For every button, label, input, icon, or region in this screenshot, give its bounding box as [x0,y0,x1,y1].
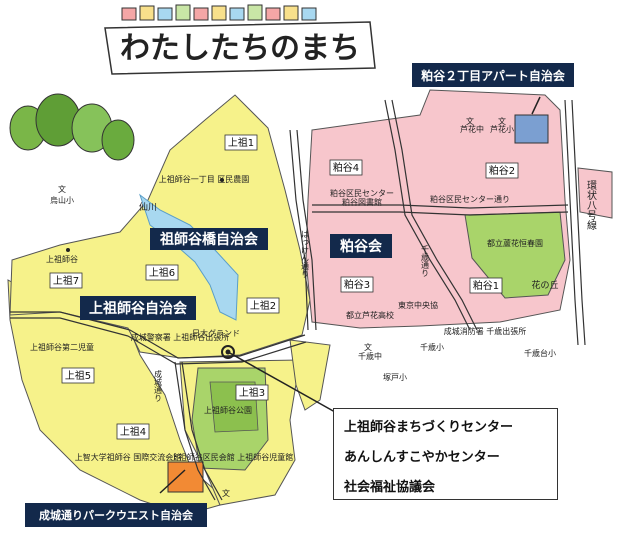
road-seijo: 成城通り [154,369,163,402]
place-chitose-es: 千歳小 [420,342,444,352]
district-kamiso7: 上祖7 [53,274,79,287]
district-kasuya2: 粕谷2 [489,164,515,177]
place-seijo-fire: 成城消防署 千歳出張所 [444,326,527,336]
svg-text:文: 文 [58,184,66,194]
facility-line-3: 社会福祉協議会 [344,480,436,495]
place-toritsu-high: 都立芦花高校 [346,310,394,320]
place-kamiso-park: 上祖師谷公園 [204,405,252,415]
road-hattsuken: はっけん通り [301,230,310,278]
label-kamisoshigaya: 上祖師谷自治会 [80,296,196,320]
svg-text:文: 文 [466,116,474,126]
label-seijo-parkwest: 成城通りパークウエスト自治会 [25,503,207,527]
place-hanano-oka: 花の丘 [531,279,558,291]
district-kamiso4: 上祖4 [120,425,146,438]
district-kasuya1: 粕谷1 [473,279,499,292]
map-title: わたしたちのまち [120,31,360,66]
road-labels: はっけん通り 千歳通り 成城通り 環状八号線 [154,180,597,402]
place-roka-jhs: 芦花中 [460,124,484,134]
place-nichidai-ground: 日大グランド [192,328,240,338]
place-sengawa: 仙川 [139,201,157,213]
svg-text:文: 文 [222,488,230,498]
road-chitose: 千歳通り [421,244,430,277]
place-kasuya-center: 粕谷区民センター [330,188,394,198]
place-karasuyama-es: 烏山小 [50,195,74,205]
roads [10,99,586,501]
district-kamiso6: 上祖6 [149,266,175,279]
district-kasuya4: 粕谷4 [333,161,359,174]
place-seijo-keisatsu: 成城警察署 上祖師谷出張所 [131,332,230,342]
district-kasuya3: 粕谷3 [344,278,370,291]
place-sophia-kokusai: 上智大学祖師谷 国際交流会館 [75,452,182,462]
seijo-parkwest-marker [167,461,204,493]
label-kasuya2-apart: 粕谷２丁目アパート自治会 [412,63,574,87]
label-kasuya: 粕谷会 [330,234,392,258]
label-soshigayabashi: 祖師谷橋自治会 [150,228,268,250]
place-kamiso-daini: 上祖師谷第二児童 [30,342,94,352]
trees-decoration [9,93,135,161]
district-kamiso2: 上祖2 [250,299,276,312]
place-chitose-jhs: 千歳中 [358,351,382,361]
houses-decoration [121,4,317,21]
place-chitosedai-es: 千歳台小 [524,348,556,358]
place-kamiso-clinic: 上祖師谷一丁目 区民農園 [159,174,250,184]
center-location-marker [221,345,235,359]
place-tokyo-chuo: 東京中央協 [398,300,438,310]
facility-line-1: 上祖師谷まちづくりセンター [344,420,514,435]
road-kanpachi: 環状八号線 [585,180,597,230]
district-kamiso3: 上祖3 [239,386,265,399]
svg-text:文: 文 [364,342,372,352]
place-roka-es: 芦花小 [490,124,514,134]
place-kasuya-center-st: 粕谷区民センター通り [430,194,510,204]
district-kamiso5: 上祖5 [65,369,91,382]
facility-line-2: あんしんすこやかセンター [344,450,500,465]
place-kamiso-kumin: 上祖師谷区民会館 上祖師谷児童館 [171,452,294,462]
svg-text:文: 文 [498,116,506,126]
place-toritsu-roka: 都立蘆花恒春園 [487,238,543,248]
district-labels: 上祖1 上祖2 上祖3 上祖4 上祖5 上祖6 上祖7 粕谷1 粕谷2 粕谷3 … [49,134,519,440]
facility-info-box: 上祖師谷まちづくりセンター あんしんすこやかセンター 社会福祉協議会 [333,408,558,500]
place-labels: 文 烏山小 上祖師谷 上祖師谷一丁目 区民農園 文 芦花中 文 芦花小 粕谷区民… [30,116,559,498]
place-kasuga-es: 塚戸小 [383,373,407,382]
place-kamisoshigaya-pc: 上祖師谷 [46,254,78,264]
place-kasuya-library: 粕谷図書館 [342,197,382,207]
district-kamiso1: 上祖1 [228,136,254,149]
kasuya2-apartment-marker [514,114,549,144]
